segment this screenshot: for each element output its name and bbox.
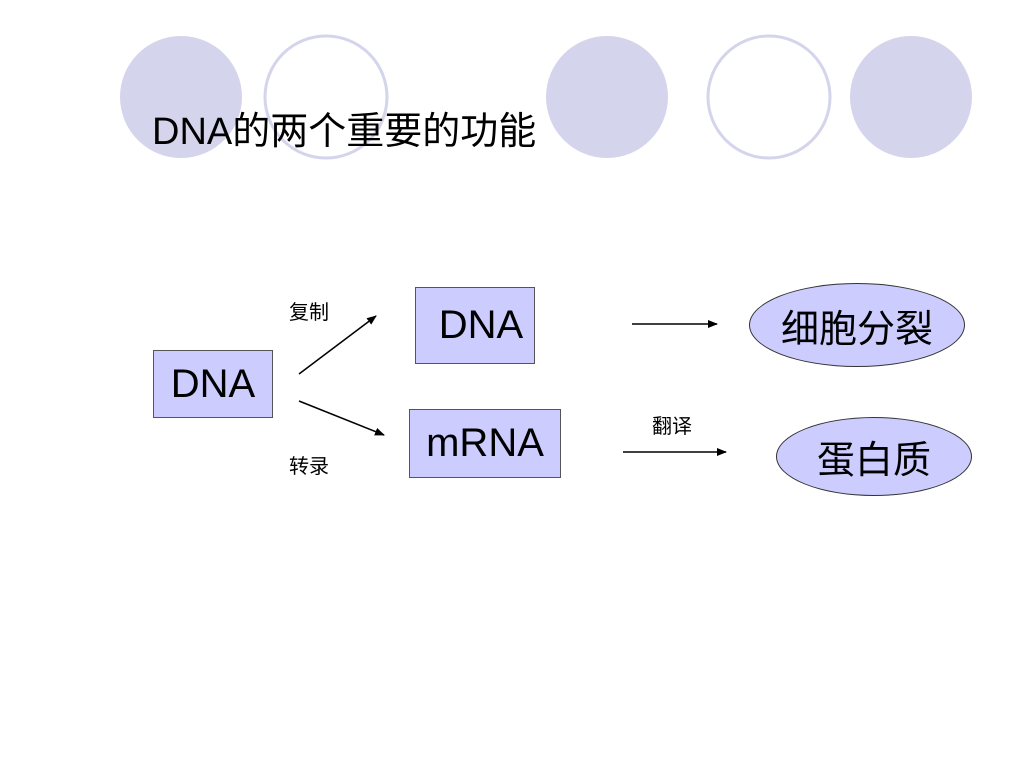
- deco-circle-outline: [706, 34, 832, 160]
- deco-circle-filled: [120, 36, 242, 158]
- dna-source-box: DNA: [153, 350, 273, 418]
- cell-division-oval: 细胞分裂: [749, 283, 965, 367]
- header-decoration: [120, 34, 972, 160]
- deco-circle-filled: [546, 36, 668, 158]
- protein-oval: 蛋白质: [776, 417, 972, 496]
- transcription-label: 转录: [289, 454, 329, 478]
- title-prefix: DNA: [152, 111, 233, 153]
- dna-copy-box: DNA: [415, 287, 535, 364]
- replication-arrow: [298, 315, 377, 375]
- page-title: DNA的两个重要的功能: [152, 100, 536, 155]
- mrna-box: mRNA: [409, 409, 561, 478]
- deco-circle-filled: [850, 36, 972, 158]
- title-text: 的两个重要的功能: [232, 109, 537, 153]
- transcription-arrow: [298, 400, 385, 436]
- replication-label: 复制: [289, 300, 329, 324]
- translation-label: 翻译: [652, 414, 692, 438]
- deco-circle-outline: [263, 34, 389, 160]
